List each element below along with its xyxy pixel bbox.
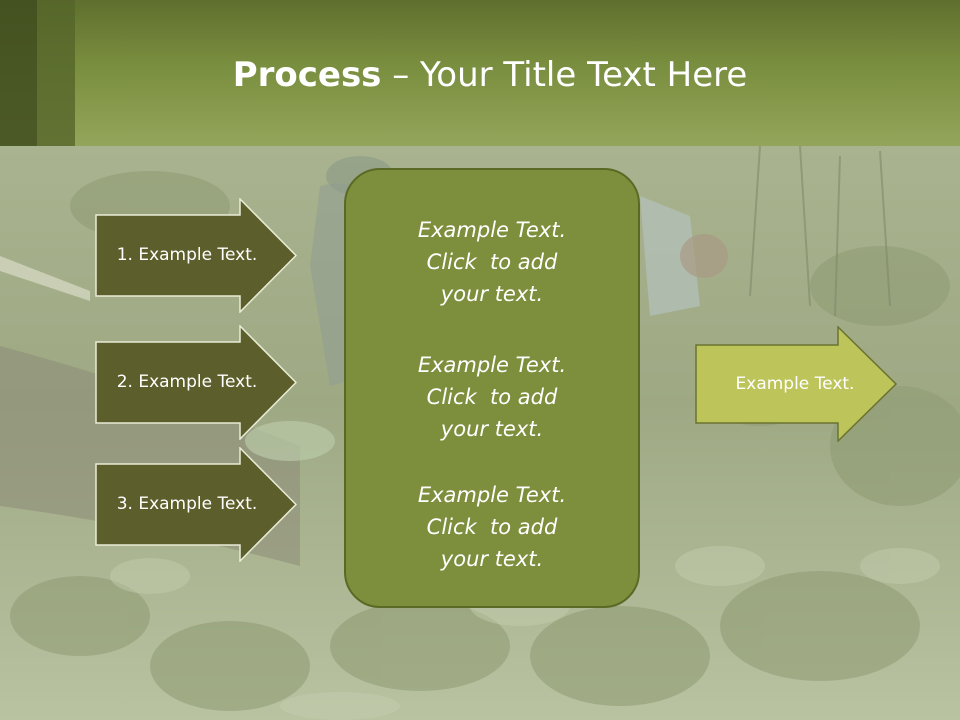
center-text-line: your text.	[440, 417, 544, 441]
center-text-line: Example Text.	[417, 218, 567, 242]
step-label: 3. Example Text.	[116, 494, 258, 514]
title-bar: Process – Your Title Text Here	[0, 0, 960, 146]
center-text-line: your text.	[440, 547, 544, 571]
center-text-block-3: Example Text. Click to add your text.	[346, 479, 638, 575]
center-text-block-1: Example Text. Click to add your text.	[346, 214, 638, 310]
center-text-line: Click to add	[426, 250, 558, 274]
arrow-right-icon	[95, 447, 297, 562]
arrow-right-icon	[95, 325, 297, 440]
slide-title-bold: Process	[232, 55, 382, 95]
center-text-line: Click to add	[426, 385, 558, 409]
center-text-line: Click to add	[426, 515, 558, 539]
step-label: 2. Example Text.	[116, 372, 258, 392]
center-text-box[interactable]: Example Text. Click to add your text. Ex…	[344, 168, 640, 608]
result-arrow[interactable]: Example Text.	[695, 326, 897, 442]
center-text-block-2: Example Text. Click to add your text.	[346, 349, 638, 445]
title-accent-strip	[37, 0, 75, 146]
arrow-right-icon	[695, 326, 897, 442]
slide-title[interactable]: Process – Your Title Text Here	[75, 52, 905, 98]
title-accent-strip	[0, 0, 37, 146]
result-label: Example Text.	[735, 374, 855, 394]
step-arrow-1[interactable]: 1. Example Text.	[95, 198, 297, 313]
arrow-right-icon	[95, 198, 297, 313]
center-text-line: Example Text.	[417, 353, 567, 377]
center-text-line: your text.	[440, 282, 544, 306]
slide-title-rest: – Your Title Text Here	[381, 55, 748, 95]
step-arrow-2[interactable]: 2. Example Text.	[95, 325, 297, 440]
center-text-line: Example Text.	[417, 483, 567, 507]
step-label: 1. Example Text.	[116, 245, 258, 265]
step-arrow-3[interactable]: 3. Example Text.	[95, 447, 297, 562]
